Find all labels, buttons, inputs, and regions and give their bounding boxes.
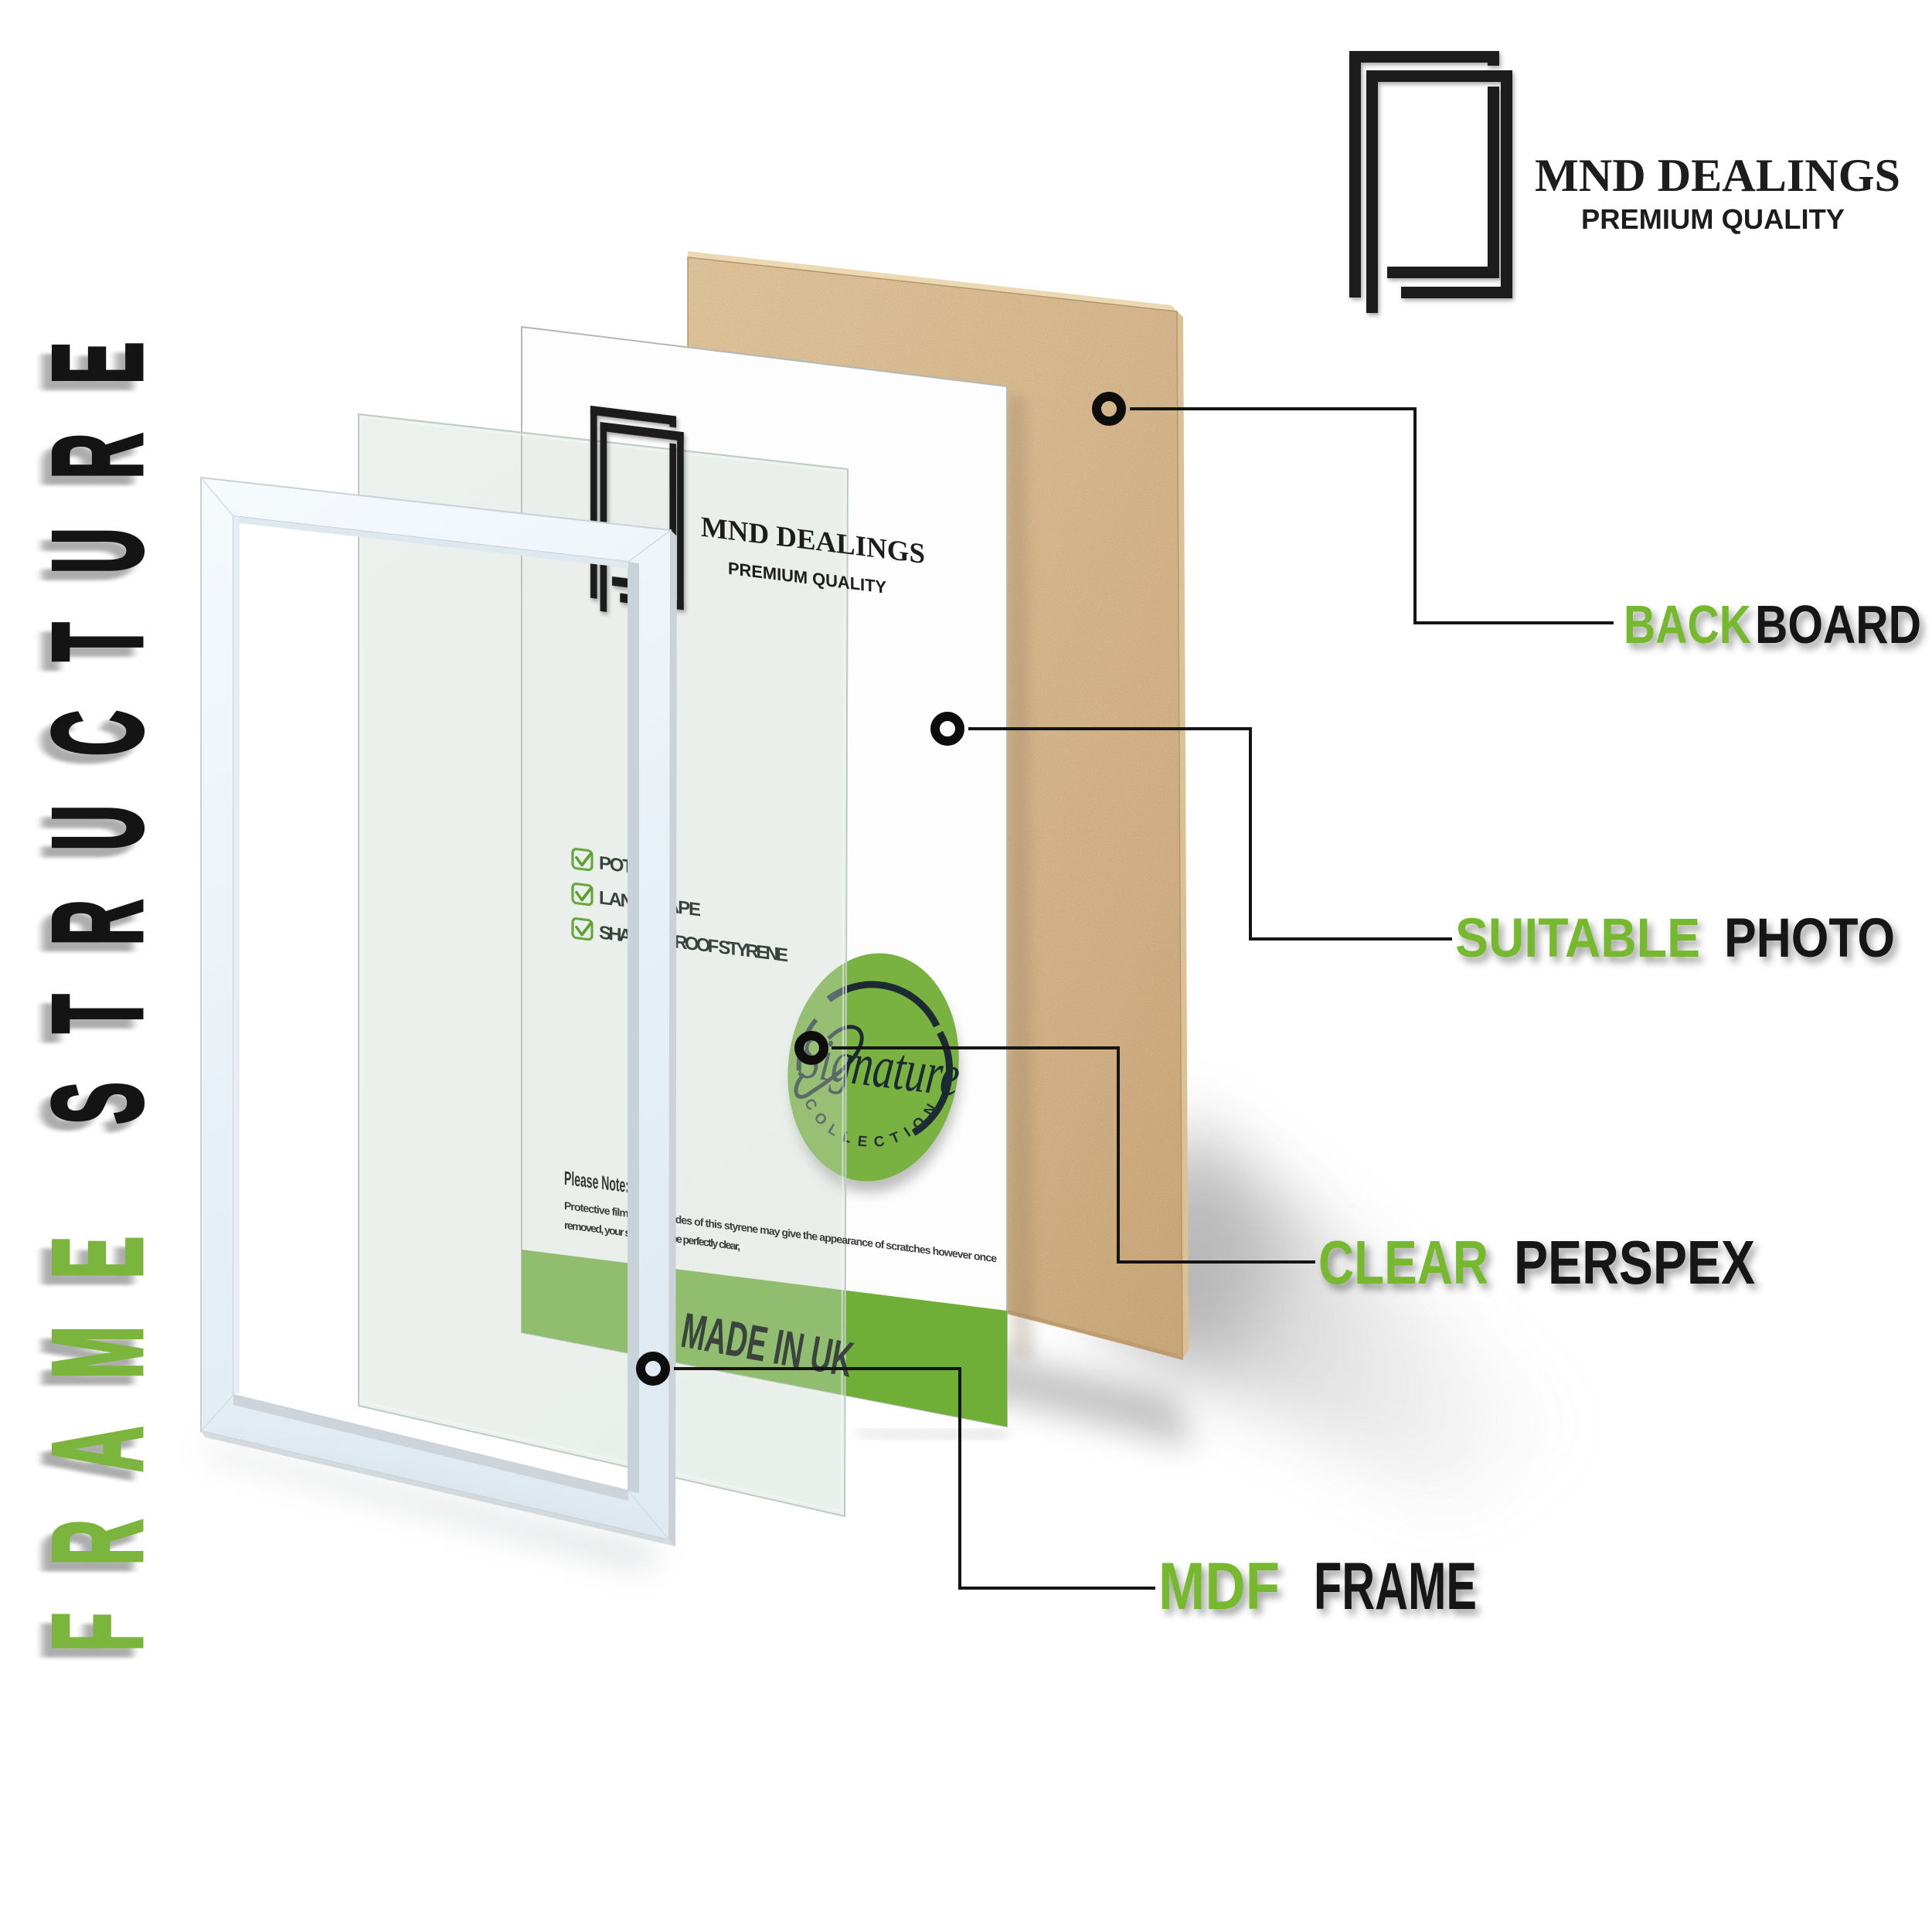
svg-text:SUITABLE: SUITABLE — [1455, 908, 1700, 969]
svg-text:MDF: MDF — [1158, 1549, 1280, 1624]
svg-text:BOARD: BOARD — [1755, 594, 1921, 655]
svg-text:BACK: BACK — [1624, 594, 1751, 655]
svg-text:STRUCTURE: STRUCTURE — [16, 302, 159, 1134]
svg-text:STRUCTURE: STRUCTURE — [26, 293, 169, 1124]
svg-text:FRAME: FRAME — [1314, 1549, 1477, 1624]
svg-text:FRAME: FRAME — [16, 1199, 159, 1661]
svg-text:MND DEALINGS: MND DEALINGS — [1535, 150, 1900, 201]
svg-text:PREMIUM QUALITY: PREMIUM QUALITY — [1581, 203, 1845, 235]
svg-text:PERSPEX: PERSPEX — [1514, 1228, 1755, 1297]
svg-text:PHOTO: PHOTO — [1724, 908, 1895, 969]
svg-text:FRAME: FRAME — [26, 1189, 169, 1651]
svg-text:CLEAR: CLEAR — [1318, 1228, 1488, 1297]
